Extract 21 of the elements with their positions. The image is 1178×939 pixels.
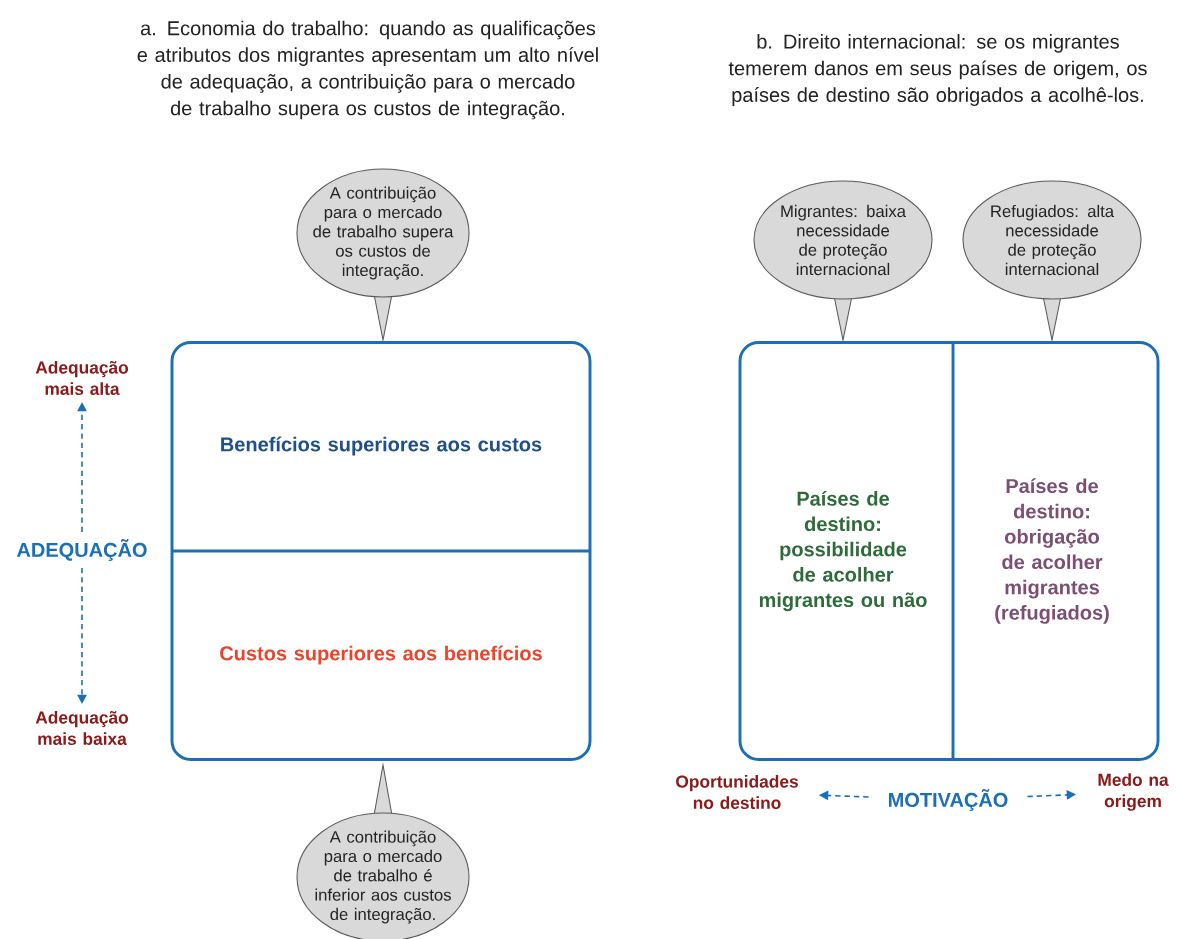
panel-heading: b. Direito internacional: se os migrantes temerem danos em seus países de origem, os países de destino são obrigados a acolhê-los. — [728, 34, 1147, 106]
speech-bubble: A contribuição para o mercado de trabalho é inferior aos custos de integração. — [296, 761, 470, 939]
arrow — [1026, 790, 1076, 800]
speech-bubble: A contribuição para o mercado de trabalho supera os custos de integração. — [296, 168, 470, 343]
split-box — [738, 341, 1160, 761]
box-text: Benefícios superiores aos custos — [221, 436, 542, 456]
axis-label: ADEQUAÇÃO — [16, 539, 147, 561]
split-box — [170, 341, 592, 761]
axis-label: MOTIVAÇÃO — [889, 789, 1008, 811]
axis-label: Oportunidades no destino — [676, 774, 798, 810]
arrow — [77, 402, 87, 533]
box-text: Países de destino: obrigação de acolher migrantes (refugiados) — [995, 478, 1109, 624]
axis-label: Medo na origem — [1098, 773, 1169, 811]
axis-label: Adequação mais alta — [35, 360, 129, 396]
box-text: Países de destino: possibilidade de acolher migrantes ou não — [759, 490, 927, 612]
box-text: Custos superiores aos benefícios — [220, 645, 542, 665]
panel-heading: a. Economia do trabalho: quando as qualificações e atributos dos migrantes apresentam um alto nível de adequação, a contribuição para o mercado de trabalho supera os custos de integração. — [137, 20, 598, 120]
axis-label: Adequação mais baixa — [35, 710, 129, 746]
speech-bubble: Migrantes: baixa necessidade de proteção internacional — [753, 180, 933, 343]
speech-bubble: Refugiados: alta necessidade de proteção internacional — [962, 180, 1142, 343]
arrow — [77, 567, 87, 704]
